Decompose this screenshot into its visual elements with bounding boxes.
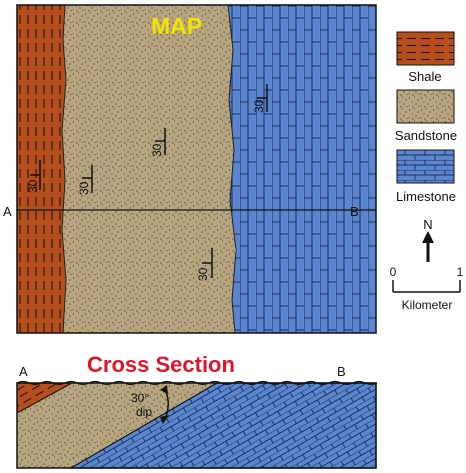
map-point-a-label: A [3, 204, 12, 219]
strike-dip-symbol: 30 [196, 248, 213, 281]
map-shale-unit [16, 4, 67, 334]
map-title: MAP [151, 13, 202, 39]
map-limestone-unit [227, 4, 377, 334]
legend-swatch-sandstone [396, 89, 455, 124]
strike-dip-symbol: 30 [26, 160, 41, 193]
xs-dip-value: 30° [131, 391, 149, 405]
north-arrow-icon: N [422, 217, 434, 262]
map-border [16, 4, 377, 334]
dip-angle-arrow-icon [160, 385, 169, 424]
strike-dip-symbol: 30 [252, 84, 268, 113]
legend-swatch-shale [396, 31, 455, 66]
scale-bar: 0 1 Kilometer [390, 265, 464, 312]
dip-label: 30 [196, 267, 210, 281]
legend-label-limestone: Limestone [396, 189, 456, 204]
north-label: N [423, 217, 432, 232]
strike-dip-symbol: 30 [150, 128, 166, 157]
map-point-b-label: B [350, 204, 359, 219]
scale-end-label: 1 [457, 265, 464, 279]
geologic-map: MAP A B 30 30 30 30 30 [3, 4, 377, 334]
xs-point-b-label: B [337, 364, 346, 379]
legend: Shale Sandstone Limestone N 0 1 Kilomete… [390, 31, 464, 312]
dip-label: 30 [26, 179, 40, 193]
cross-section: Cross Section A B 30° dip [16, 352, 378, 469]
xs-border [16, 382, 377, 469]
strike-dip-symbol: 30 [77, 165, 93, 195]
xs-point-a-label: A [19, 364, 28, 379]
cross-section-title: Cross Section [87, 352, 235, 377]
dip-label: 30 [252, 99, 266, 113]
dip-label: 30 [77, 181, 91, 195]
legend-label-shale: Shale [408, 69, 441, 84]
legend-label-sandstone: Sandstone [395, 128, 457, 143]
dip-label: 30 [150, 143, 164, 157]
legend-swatch-limestone [396, 149, 455, 184]
scale-start-label: 0 [390, 265, 397, 279]
scale-unit-label: Kilometer [402, 298, 453, 312]
xs-dip-word: dip [136, 405, 152, 419]
